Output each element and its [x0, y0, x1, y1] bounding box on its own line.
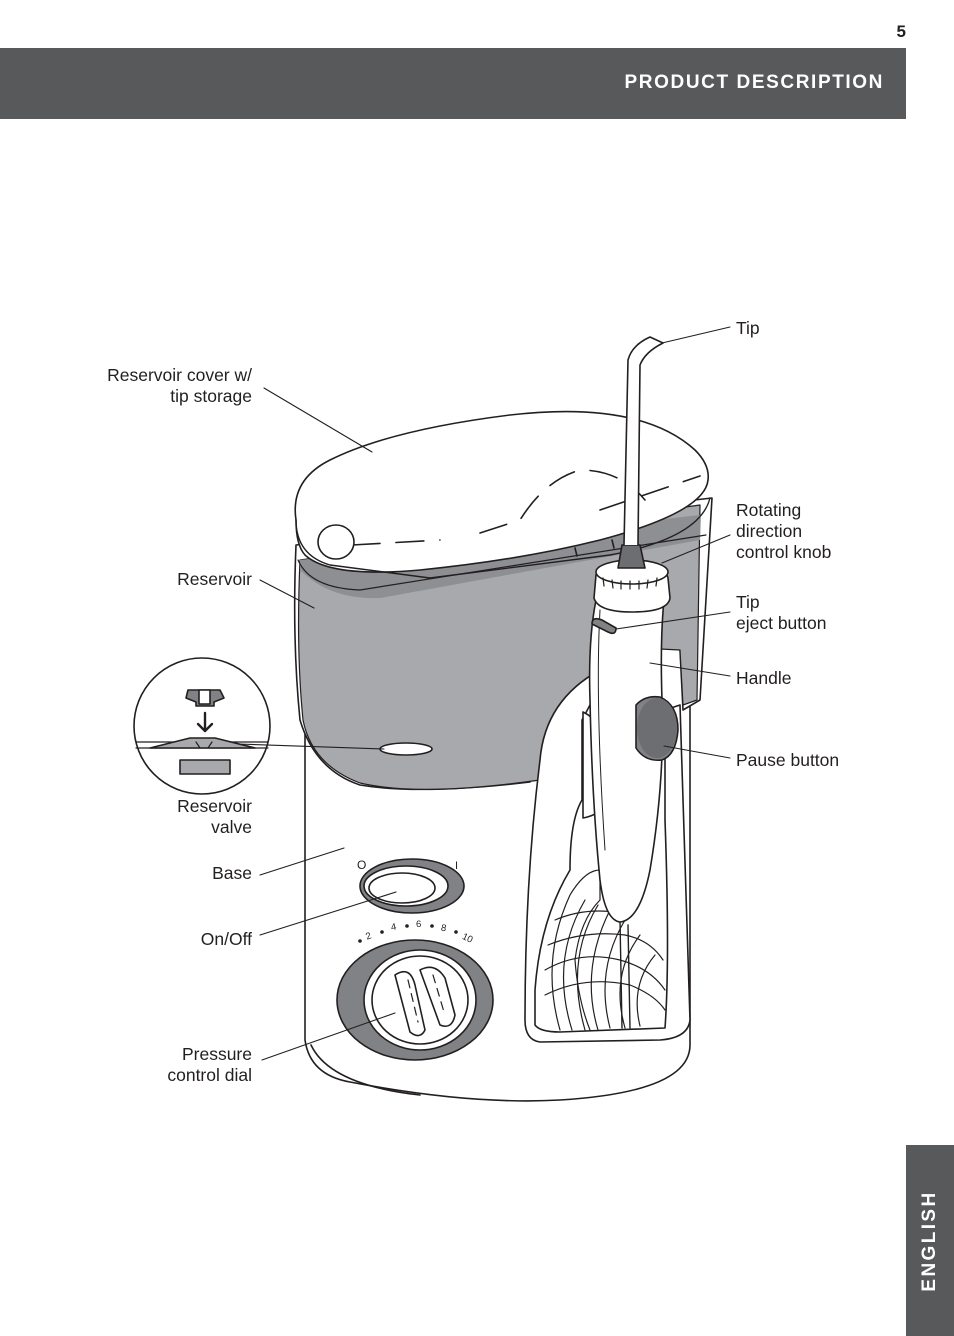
label-pressure-dial: Pressure control dial [167, 1044, 252, 1085]
language-tab: ENGLISH [906, 1145, 954, 1336]
label-reservoir-valve: Reservoir valve [177, 796, 252, 837]
tip-eject-button [591, 617, 617, 635]
label-reservoir: Reservoir [177, 569, 252, 589]
label-handle: Handle [736, 668, 792, 688]
label-reservoir-cover: Reservoir cover w/ tip storage [107, 365, 252, 406]
label-pause-button: Pause button [736, 750, 840, 770]
dial-scale-dots [358, 924, 458, 943]
label-base: Base [212, 863, 252, 883]
page-number: 5 [896, 22, 906, 41]
tip [617, 336, 664, 569]
leader-lines [237, 326, 731, 1061]
on-off-switch [359, 858, 465, 914]
switch-mark-on: I [455, 860, 459, 872]
reservoir-valve [379, 742, 433, 756]
label-on-off: On/Off [200, 929, 252, 949]
pressure-dial [336, 939, 494, 1061]
label-tip: Tip [736, 318, 760, 338]
header-bar: PRODUCT DESCRIPTION [0, 48, 906, 119]
switch-mark-off: O [357, 858, 367, 872]
language-tab-label: ENGLISH [919, 1190, 940, 1292]
rotating-knob [593, 559, 671, 613]
section-title: PRODUCT DESCRIPTION [624, 72, 884, 93]
dial-scale-6: 6 [416, 919, 422, 930]
reservoir-valve-inset [133, 657, 271, 795]
label-tip-eject: Tip eject button [736, 592, 827, 633]
pause-button [635, 695, 679, 762]
reservoir-cover [294, 410, 711, 579]
label-rotating-knob: Rotating direction control knob [736, 500, 832, 562]
